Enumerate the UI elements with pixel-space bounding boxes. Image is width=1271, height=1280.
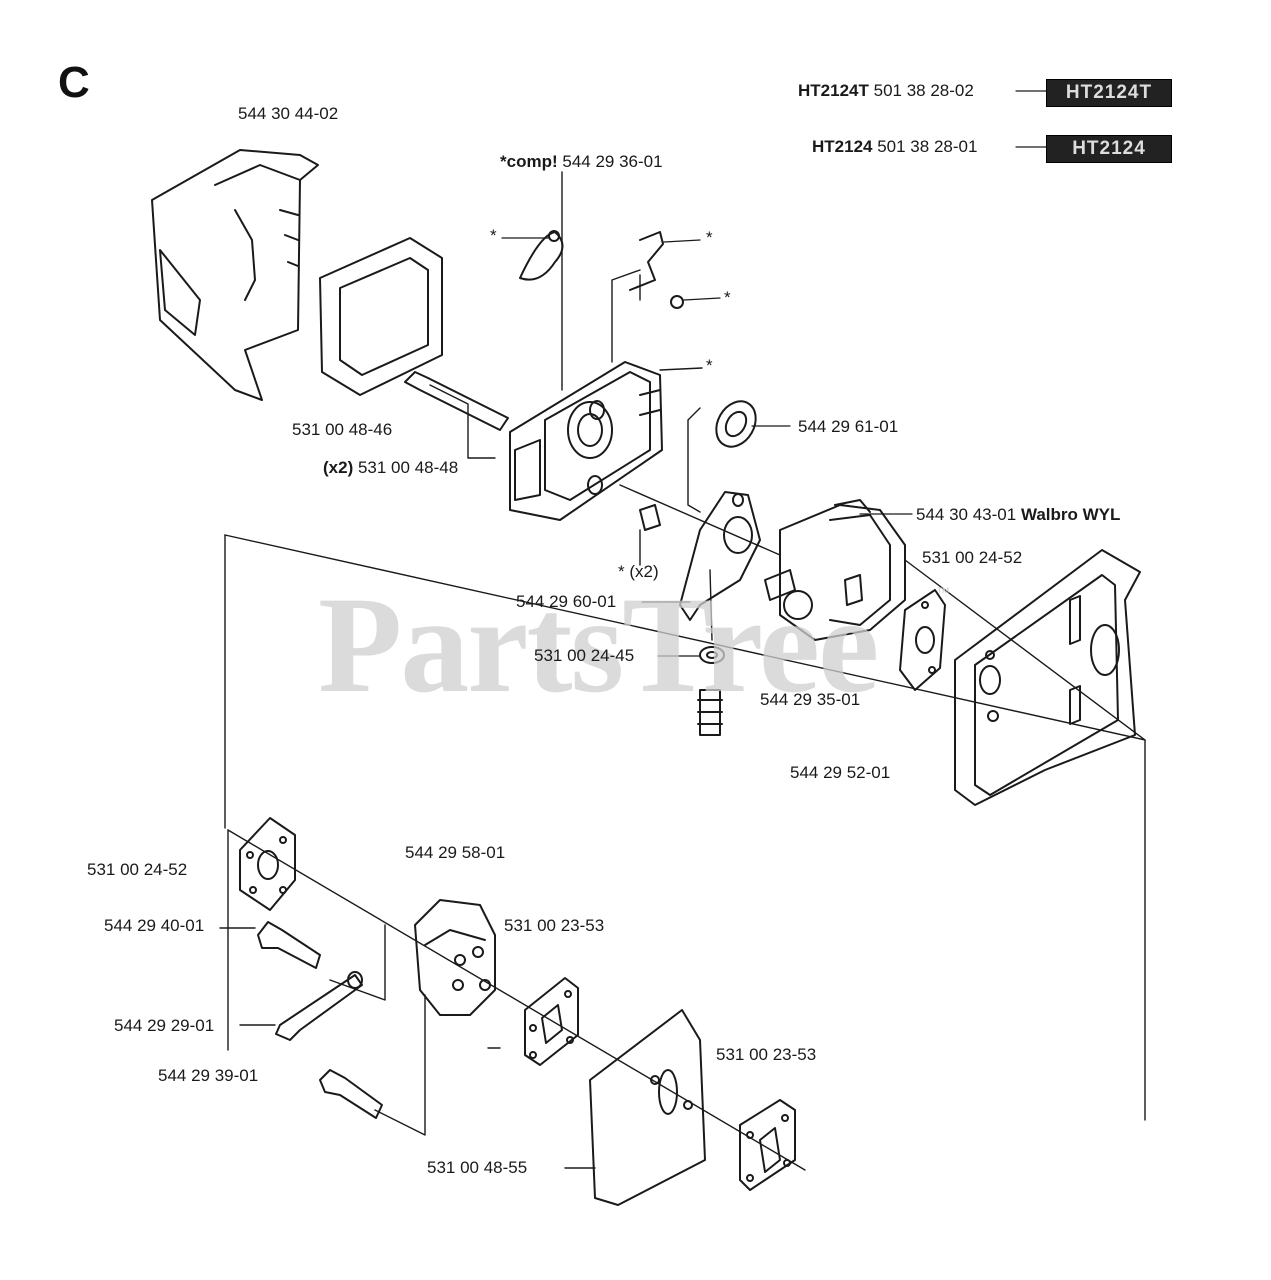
model-badge-ht2124t: HT2124T [1046,79,1172,107]
label-star-1: * [490,226,497,245]
model-row-ht2124: HT2124 501 38 28-01 [812,137,977,157]
choke-lever [519,230,684,309]
model-row-ht2124t: HT2124T 501 38 28-02 [798,81,974,101]
label-star-2: * [706,228,713,247]
exhaust-bracket [275,971,363,1041]
long-bolt [404,371,509,431]
muffler [414,899,496,1016]
label-gasket-24-52-bottom: 531 00 24-52 [87,860,188,879]
label-adapter-35-01: 544 29 35-01 [760,690,861,709]
air-filter-cover [151,149,319,401]
leader-lines [224,171,1146,1121]
model-part: 501 38 28-02 [873,81,974,100]
screw [319,1069,383,1119]
trademark-symbol: ™ [936,584,950,600]
model-part: 501 38 28-01 [877,137,978,156]
label-gasket-23-53-upper: 531 00 23-53 [504,916,605,935]
muffler-gasket [239,817,296,911]
carb-part: 544 30 43-01 [916,505,1017,524]
label-star-3: * [724,288,731,307]
gasket-lower [739,1099,796,1191]
nipple [699,689,721,736]
section-letter: C [58,58,90,107]
gasket-ring [715,400,757,448]
label-air-filter-cover: 544 30 44-02 [238,104,339,123]
watermark: PartsTree [318,568,879,721]
carb-bracket [509,361,663,521]
label-pin-x2: * (x2) [618,562,659,581]
label-comp: *comp! 544 29 36-01 [500,152,663,172]
carb-plate [679,491,761,621]
heat-shield [954,549,1141,806]
air-filter-element [319,237,443,396]
label-bracket-29-01: 544 29 29-01 [114,1016,215,1035]
x2-prefix: (x2) [323,458,354,477]
label-gasket-24-52-top: 531 00 24-52 [922,548,1023,567]
label-plate-60-01: 544 29 60-01 [516,592,617,611]
pin [639,504,661,531]
label-screw-48-48: (x2) 531 00 48-48 [323,458,458,478]
label-gasket-23-53-lower: 531 00 23-53 [716,1045,817,1064]
label-muffler-shield: 531 00 48-55 [427,1158,528,1177]
washer [699,646,725,664]
comp-prefix: *comp! [500,152,558,171]
muffler-shield [589,1009,706,1206]
screw-part: 531 00 48-48 [357,458,459,477]
carb-name: Walbro WYL [1020,505,1121,524]
label-screw-39-01: 544 29 39-01 [158,1066,259,1085]
comp-part: 544 29 36-01 [562,152,663,171]
label-heat-shield: 544 29 52-01 [790,763,891,782]
label-muffler: 544 29 58-01 [405,843,506,862]
label-gasket-ring: 544 29 61-01 [798,417,899,436]
label-star-4: * [706,356,713,375]
model-badge-ht2124: HT2124 [1046,135,1172,163]
model-name: HT2124T [798,81,869,100]
lower-leader-lines [219,829,806,1171]
label-washer-24-45: 531 00 24-45 [534,646,635,665]
model-name: HT2124 [812,137,873,156]
gasket-upper [524,977,579,1066]
carb-gasket [899,589,946,691]
label-screw-48-46: 531 00 48-46 [292,420,393,439]
bolt [257,921,321,969]
carburetor [764,499,906,641]
label-bolt-40-01: 544 29 40-01 [104,916,205,935]
label-carburetor: 544 30 43-01 Walbro WYL [916,505,1120,525]
